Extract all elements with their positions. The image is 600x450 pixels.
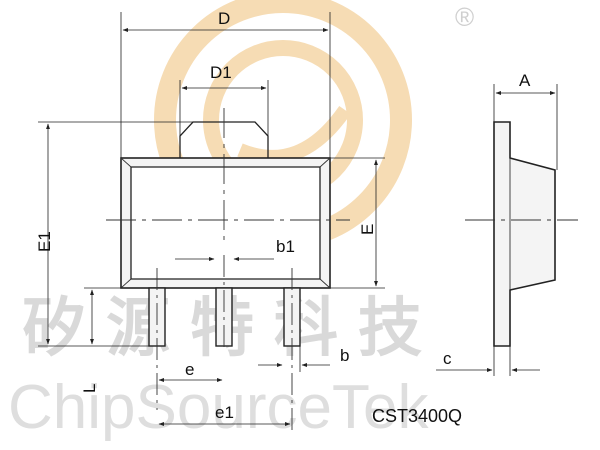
label-D1: D1 bbox=[210, 63, 232, 82]
label-A: A bbox=[519, 71, 531, 90]
label-c: c bbox=[443, 349, 452, 368]
watermark-company-en: ChipSourceTek bbox=[8, 373, 429, 442]
label-E: E bbox=[358, 224, 377, 235]
label-b1: b1 bbox=[276, 237, 295, 256]
label-E1: E1 bbox=[35, 231, 54, 252]
package-body-inner bbox=[130, 166, 321, 280]
label-b: b bbox=[340, 346, 349, 365]
part-number: CST3400Q bbox=[372, 406, 462, 426]
label-e: e bbox=[185, 360, 194, 379]
side-view bbox=[465, 121, 578, 347]
registered-mark: ® bbox=[455, 2, 474, 32]
side-profile bbox=[493, 121, 556, 347]
label-e1: e1 bbox=[215, 403, 234, 422]
front-view bbox=[106, 108, 350, 430]
label-L: L bbox=[80, 384, 99, 393]
label-D: D bbox=[218, 9, 230, 28]
